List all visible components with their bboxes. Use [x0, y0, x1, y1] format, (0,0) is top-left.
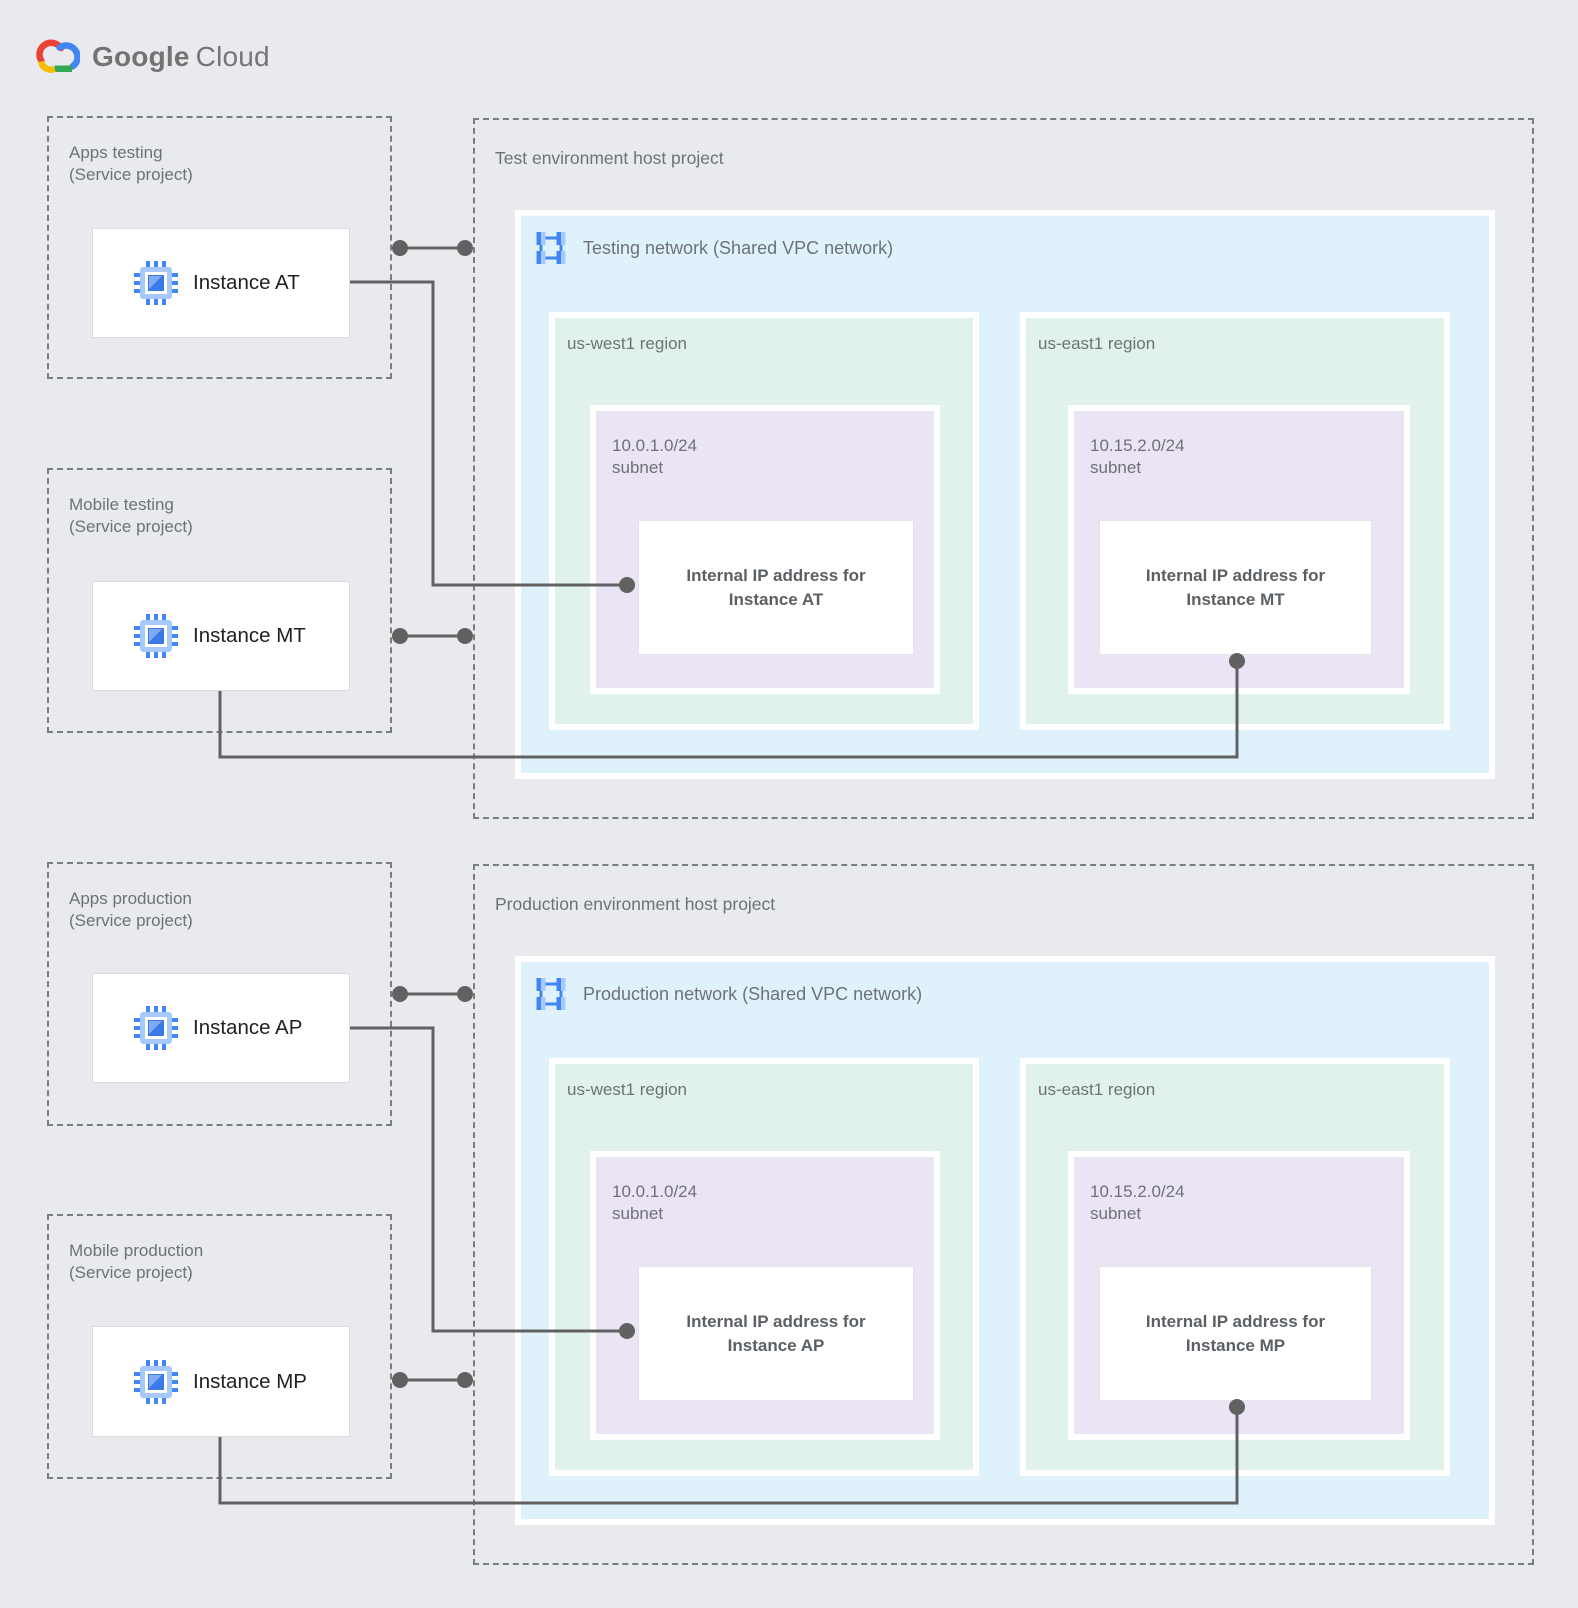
- subnet-word: subnet: [612, 1204, 664, 1223]
- host-project-label: Test environment host project: [495, 148, 724, 168]
- service-project-title: Mobile testing: [69, 495, 174, 514]
- vpc-network-box-testing: Testing network (Shared VPC network) us-…: [515, 210, 1495, 779]
- subnet-label: 10.0.1.0/24 subnet: [612, 1181, 697, 1225]
- region-box-us-west1: us-west1 region 10.0.1.0/24 subnet Inter…: [549, 1058, 979, 1476]
- internal-ip-line1: Internal IP address for: [686, 1311, 866, 1331]
- internal-ip-line1: Internal IP address for: [686, 565, 866, 585]
- subnet-label: 10.15.2.0/24 subnet: [1090, 435, 1185, 479]
- internal-ip-card: Internal IP address for Instance MP: [1099, 1266, 1372, 1401]
- logo-product: Cloud: [195, 41, 270, 72]
- internal-ip-card: Internal IP address for Instance AP: [638, 1266, 914, 1401]
- region-label: us-east1 region: [1038, 334, 1156, 353]
- subnet-label: 10.0.1.0/24 subnet: [612, 435, 697, 479]
- service-project-title: Apps testing: [69, 143, 163, 162]
- network-header: Testing network (Shared VPC network): [533, 230, 893, 266]
- subnet-cidr: 10.0.1.0/24: [612, 436, 698, 455]
- subnet-box: 10.0.1.0/24 subnet Internal IP address f…: [590, 405, 940, 694]
- region-box-us-east1: us-east1 region 10.15.2.0/24 subnet Inte…: [1020, 1058, 1450, 1476]
- internal-ip-card: Internal IP address for Instance AT: [638, 520, 914, 655]
- service-project-apps-production: Apps production (Service project): [47, 862, 392, 1126]
- subnet-word: subnet: [612, 458, 664, 477]
- internal-ip-card: Internal IP address for Instance MT: [1099, 520, 1372, 655]
- instance-label: Instance AP: [193, 1016, 303, 1039]
- region-label: us-west1 region: [567, 1080, 688, 1099]
- service-project-label: Mobile production (Service project): [69, 1240, 203, 1284]
- instance-card-mp: Instance MP: [92, 1326, 350, 1437]
- service-project-label: Mobile testing (Service project): [69, 494, 193, 538]
- vpc-network-icon: [536, 978, 566, 1010]
- chip-icon: [134, 614, 178, 658]
- host-project-label: Production environment host project: [495, 894, 776, 914]
- google-cloud-logo-icon: [36, 39, 80, 73]
- service-project-label: Apps testing (Service project): [69, 142, 193, 186]
- subnet-word: subnet: [1090, 1204, 1142, 1223]
- subnet-box: 10.15.2.0/24 subnet Internal IP address …: [1068, 405, 1410, 694]
- network-label: Testing network (Shared VPC network): [583, 237, 894, 258]
- chip-icon: [134, 261, 178, 305]
- internal-ip-line1: Internal IP address for: [1145, 565, 1326, 585]
- internal-ip-line2: Instance MP: [1185, 1335, 1286, 1355]
- region-label: us-east1 region: [1038, 1080, 1156, 1099]
- subnet-word: subnet: [1090, 458, 1142, 477]
- subnet-label: 10.15.2.0/24 subnet: [1090, 1181, 1185, 1225]
- vpc-network-icon: [536, 232, 566, 264]
- service-project-apps-testing: Apps testing (Service project): [47, 116, 392, 379]
- service-project-title: Apps production: [69, 889, 192, 908]
- service-project-label: Apps production (Service project): [69, 888, 193, 932]
- internal-ip-line1: Internal IP address for: [1145, 1311, 1326, 1331]
- internal-ip-line2: Instance AT: [728, 589, 824, 609]
- instance-card-ap: Instance AP: [92, 973, 350, 1083]
- subnet-cidr: 10.15.2.0/24: [1090, 1182, 1185, 1201]
- host-project-test: Test environment host project Testing ne…: [473, 118, 1534, 819]
- service-project-subtitle: (Service project): [69, 1263, 193, 1282]
- chip-icon: [134, 1359, 178, 1404]
- network-header: Production network (Shared VPC network): [533, 976, 922, 1012]
- instance-card-mt: Instance MT: [92, 581, 350, 691]
- logo-brand: Google: [92, 41, 190, 72]
- network-label: Production network (Shared VPC network): [583, 983, 923, 1004]
- service-project-subtitle: (Service project): [69, 911, 193, 930]
- region-box-us-east1: us-east1 region 10.15.2.0/24 subnet Inte…: [1020, 312, 1450, 730]
- instance-card-at: Instance AT: [92, 228, 350, 338]
- region-box-us-west1: us-west1 region 10.0.1.0/24 subnet Inter…: [549, 312, 979, 730]
- service-project-subtitle: (Service project): [69, 517, 193, 536]
- instance-label: Instance AT: [193, 271, 300, 294]
- service-project-subtitle: (Service project): [69, 165, 193, 184]
- internal-ip-line2: Instance MT: [1186, 589, 1285, 609]
- subnet-box: 10.15.2.0/24 subnet Internal IP address …: [1068, 1151, 1410, 1440]
- subnet-box: 10.0.1.0/24 subnet Internal IP address f…: [590, 1151, 940, 1440]
- vpc-network-box-production: Production network (Shared VPC network) …: [515, 956, 1495, 1525]
- subnet-cidr: 10.15.2.0/24: [1090, 436, 1185, 455]
- chip-icon: [134, 1006, 178, 1050]
- service-project-title: Mobile production: [69, 1241, 204, 1260]
- region-label: us-west1 region: [567, 334, 688, 353]
- host-project-production: Production environment host project Prod…: [473, 864, 1534, 1565]
- internal-ip-line2: Instance AP: [727, 1335, 825, 1355]
- instance-label: Instance MT: [193, 624, 306, 647]
- subnet-cidr: 10.0.1.0/24: [612, 1182, 698, 1201]
- instance-label: Instance MP: [193, 1369, 307, 1393]
